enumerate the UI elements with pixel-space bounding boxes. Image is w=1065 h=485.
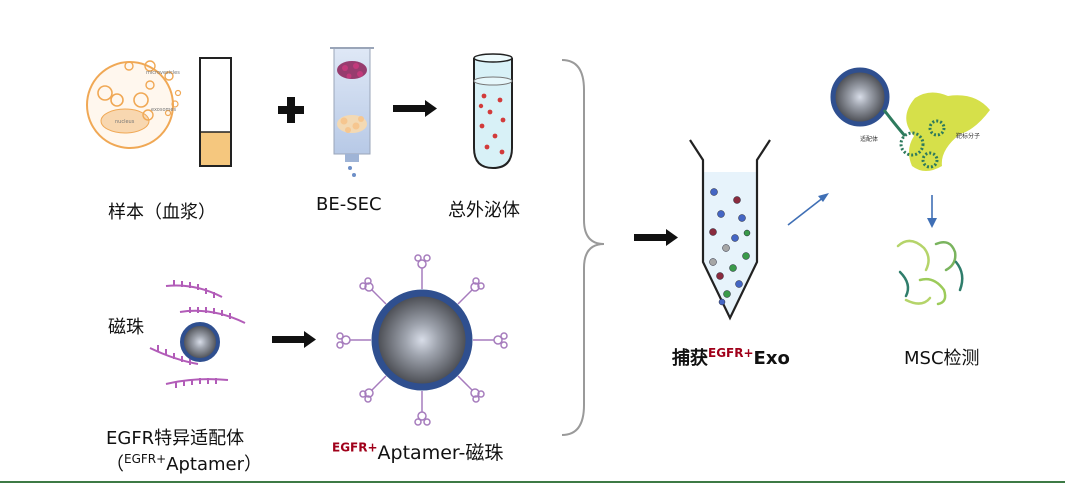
cell-illustration: microvesicles exosomes nucleus [86,60,182,149]
capture-tube [689,139,771,321]
sample-tube [199,57,232,167]
arrow-right-icon [393,100,437,117]
aptamer-egfr-sup: EGFR+ [124,452,167,466]
cell-tag-microvesicles: microvesicles [146,70,180,76]
magnetic-bead-small [180,322,220,362]
aptamer-bead-conjugate [336,254,508,426]
aptamer-paren-close: ） [244,454,263,475]
capture-egfr-sup: EGFR+ [708,346,754,360]
arrow-down-icon [927,195,937,228]
aptamer-small-label: 适配体 [860,135,878,143]
aptamer-sublabel: （EGFR+Aptamer） [106,450,262,476]
besec-label: BE-SEC [316,194,382,215]
bottom-divider [0,481,1065,483]
probe-label: EGFR+Aptamer-磁珠 [332,438,503,465]
probe-egfr-sup: EGFR+ [332,440,378,455]
capture-label: 捕获EGFR+Exo [672,344,790,370]
aptamer-label: EGFR特异适配体 [106,428,245,449]
aptamer-name: Aptamer [166,454,245,475]
arrow-up-right-icon [787,193,829,226]
aptamer-target-complex: 适配体 靶标分子 [830,67,990,171]
cell-tag-exosomes: exosomes [151,107,176,113]
capture-suffix: Exo [753,348,790,369]
arrow-right-icon [634,229,678,246]
capture-prefix: 捕获 [672,348,708,369]
probe-name: Aptamer-磁珠 [377,442,504,464]
total-exosome-tube [473,53,513,170]
msc-label: MSC检测 [904,348,980,369]
plus-icon [278,97,304,123]
besec-column [330,47,374,177]
free-aptamers [149,280,246,388]
released-aptamers [896,239,964,306]
aptamer-paren-open: （ [106,454,124,475]
arrow-right-icon [272,331,316,348]
total-exosome-label: 总外泌体 [448,200,520,221]
sample-label: 样本（血浆） [108,202,216,223]
cell-tag-nucleus: nucleus [115,119,135,125]
beads-label: 磁珠 [108,317,144,338]
target-small-label: 靶标分子 [956,132,980,140]
grouping-brace [561,59,605,436]
